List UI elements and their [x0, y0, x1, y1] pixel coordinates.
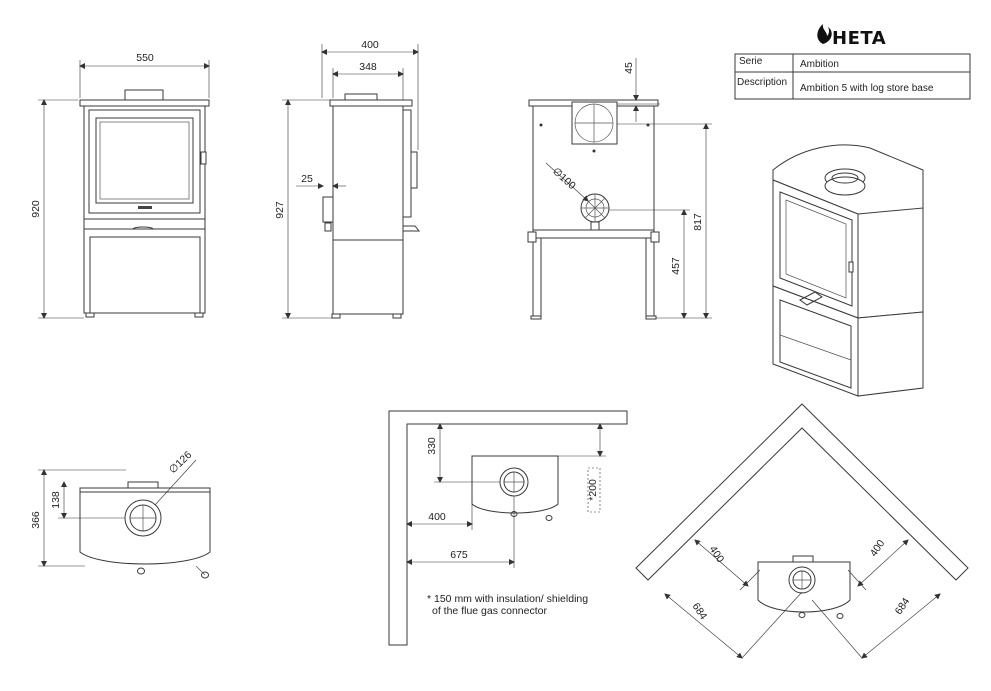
corner-right-label: 400	[868, 538, 888, 559]
corner-right-diag-label: 684	[893, 596, 913, 617]
wall-side-label: 400	[428, 511, 446, 523]
side-view: 400 348 25 927	[274, 39, 421, 319]
logo: HETA	[817, 24, 886, 49]
rear-height-457-label: 457	[670, 257, 682, 275]
corner-left-label: 400	[707, 544, 727, 565]
front-height-label: 920	[30, 200, 42, 218]
top-flue-dia-label: ∅126	[167, 449, 195, 476]
wall-clearance-view: 330 *200 400 675 * 150 mm with insulatio…	[388, 410, 628, 646]
flame-icon	[817, 24, 832, 44]
top-view: ∅126 366 138	[30, 449, 211, 579]
isometric-view	[772, 144, 924, 397]
side-handle-offset-label: 25	[301, 173, 313, 185]
front-view: 550 920	[30, 52, 210, 319]
logo-text: HETA	[832, 28, 886, 49]
wall-rear-alt-label: *200	[587, 479, 599, 501]
corner-left-diag-label: 684	[690, 601, 710, 622]
description-label: Description	[737, 77, 787, 88]
rear-view: ∅100 45 817 457	[527, 58, 712, 320]
front-width-label: 550	[136, 52, 154, 64]
side-height-label: 927	[274, 201, 286, 219]
description-value: Ambition 5 with log store base	[800, 83, 934, 94]
serie-label: Serie	[739, 56, 763, 67]
wall-rear-label: 330	[426, 437, 438, 455]
top-depth-label: 366	[30, 511, 42, 529]
serie-value: Ambition	[800, 59, 839, 70]
side-depth-body-label: 348	[359, 61, 377, 73]
top-flue-offset-label: 138	[50, 491, 62, 509]
wall-note-line2: of the flue gas connector	[432, 605, 547, 617]
rear-top-offset-label: 45	[623, 62, 635, 74]
side-depth-overall-label: 400	[361, 39, 379, 51]
title-block: Serie Ambition Description Ambition 5 wi…	[734, 53, 971, 100]
rear-height-817-label: 817	[692, 213, 704, 231]
wall-note-line1: * 150 mm with insulation/ shielding	[427, 593, 588, 605]
corner-clearance-view: 400 400 684 684	[635, 403, 969, 659]
wall-centre-label: 675	[450, 549, 468, 561]
